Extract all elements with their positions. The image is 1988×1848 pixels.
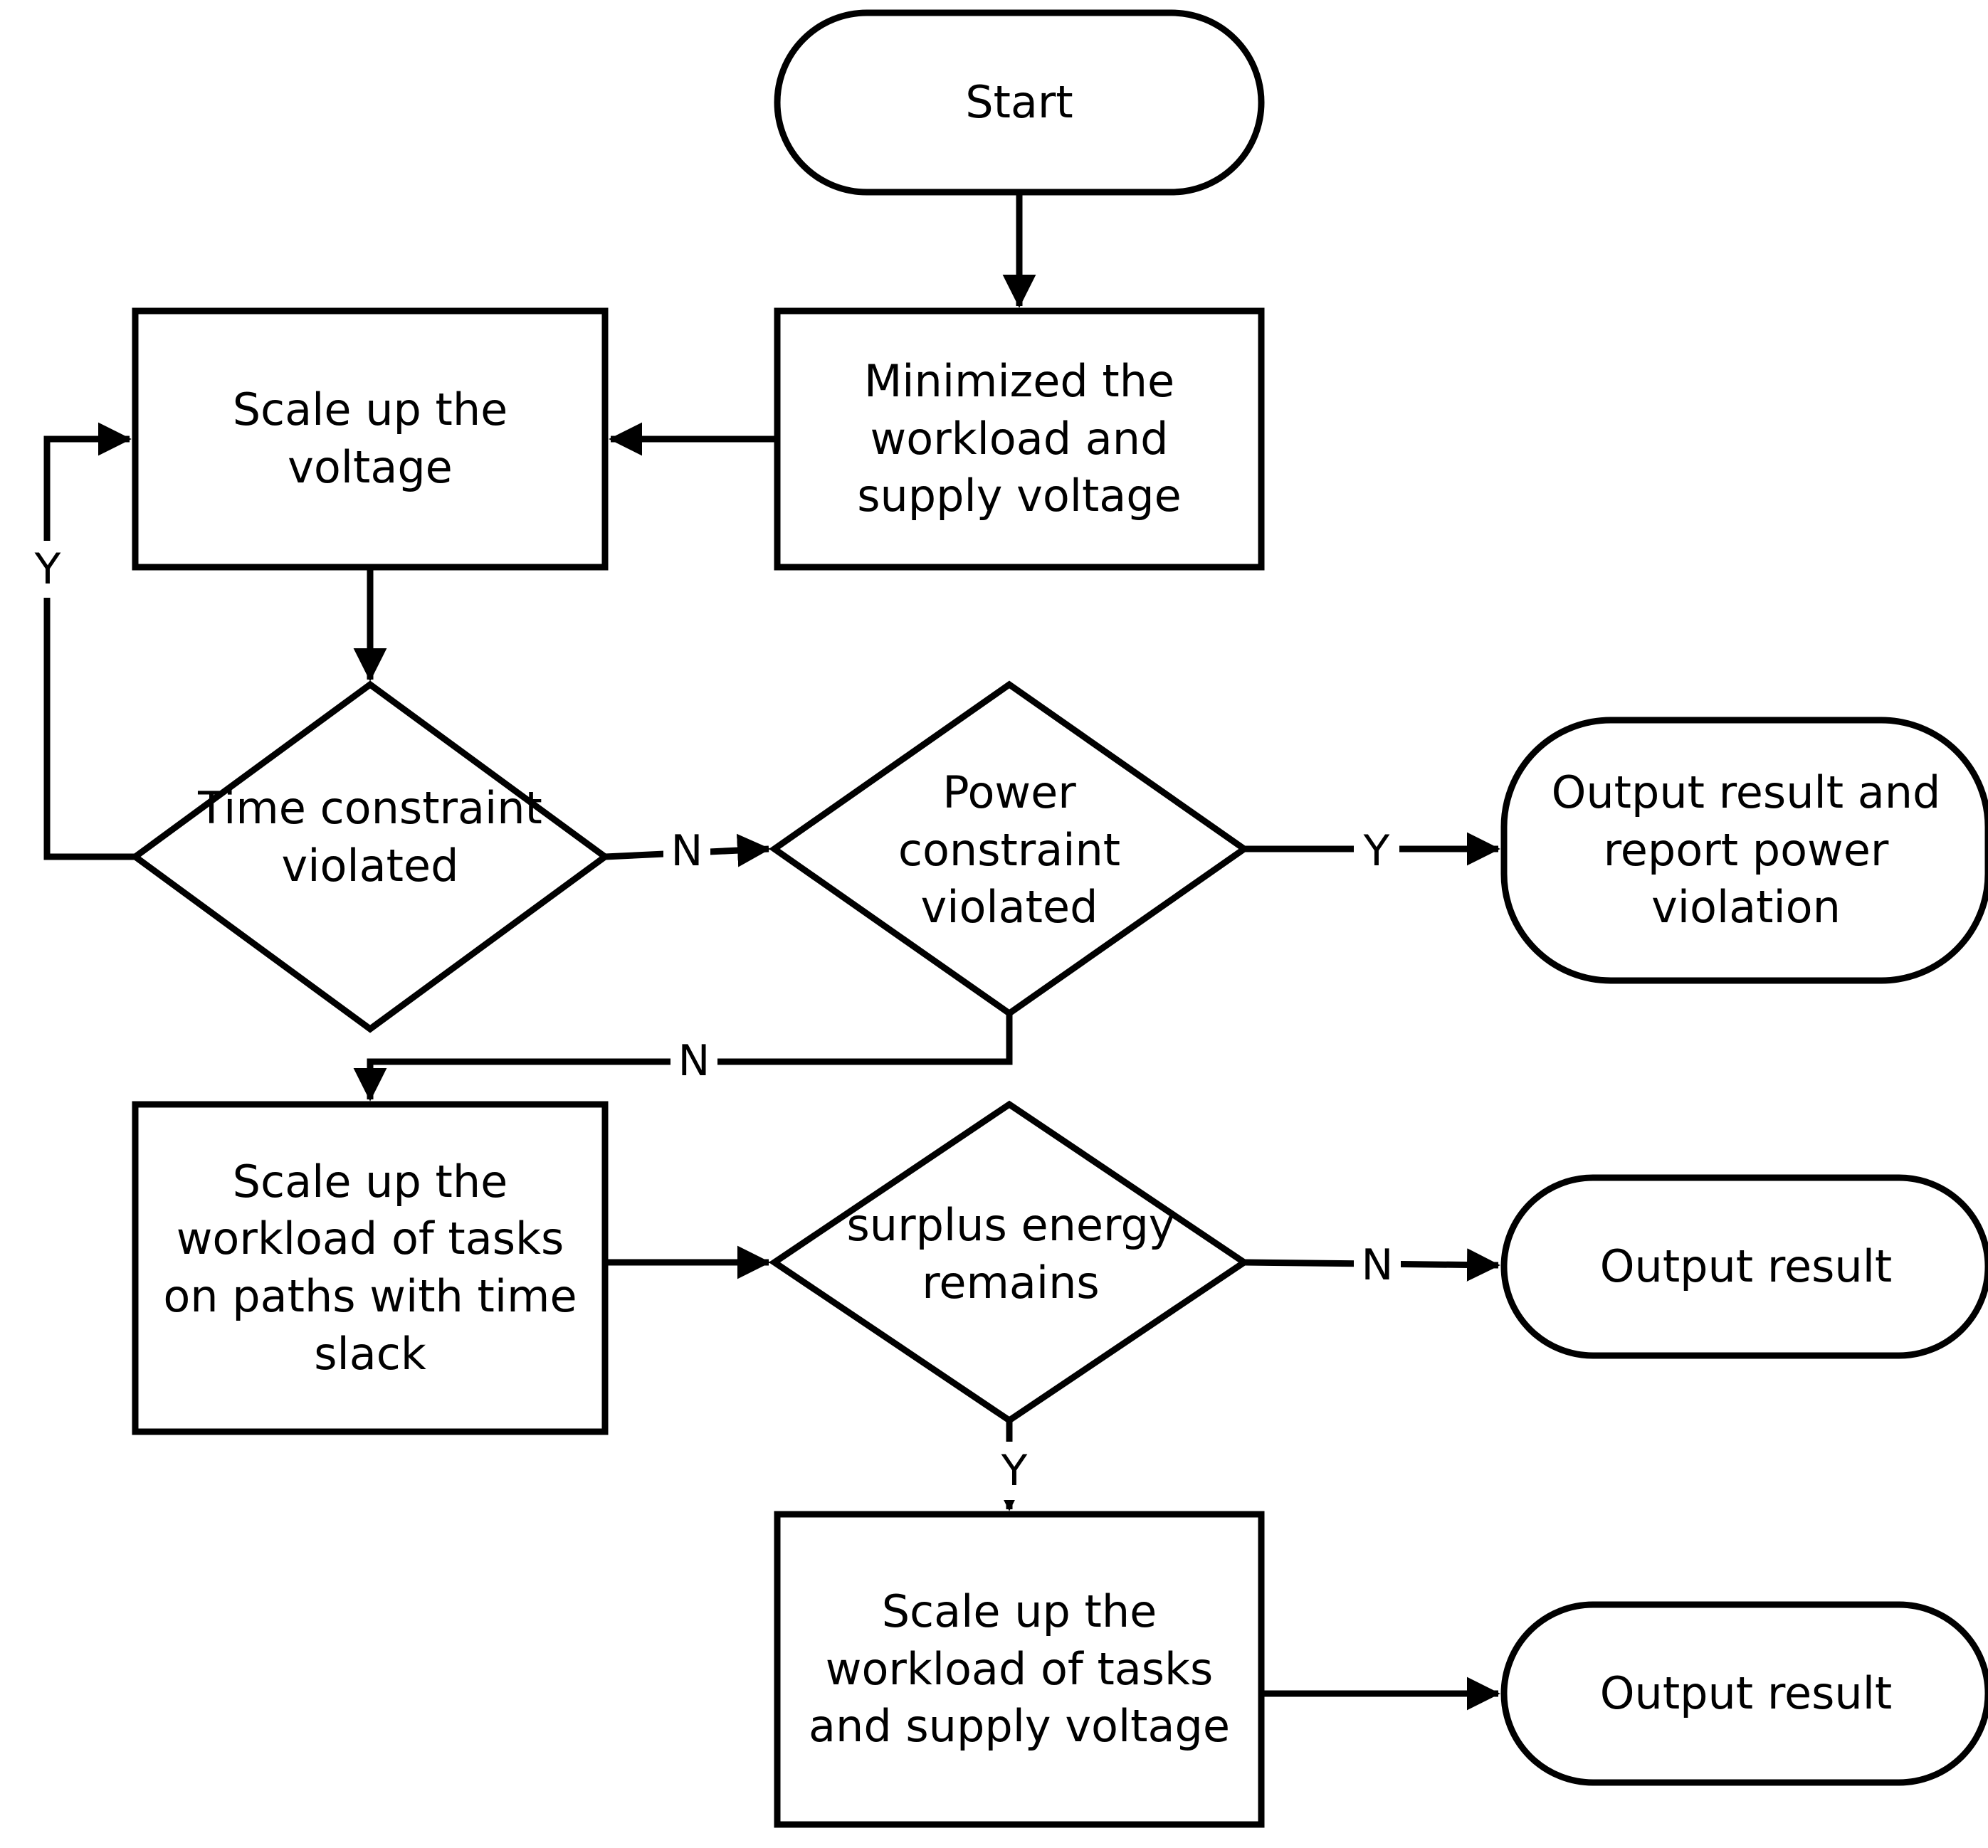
node-shape-surplus-energy[interactable]	[768, 1100, 1251, 1425]
edge-power-no-to-scale-slack	[353, 1013, 1013, 1102]
edge-time-yes-loop	[43, 422, 135, 860]
node-shape-output-result-1[interactable]	[1500, 1174, 1988, 1359]
node-shape-scale-voltage[interactable]	[132, 307, 609, 571]
node-shape-scale-workload-slack[interactable]	[132, 1101, 609, 1435]
node-shape-power-constraint[interactable]	[769, 680, 1250, 1018]
edge-time-no-to-power	[604, 833, 771, 867]
node-shape-minimize[interactable]	[774, 307, 1265, 571]
node-shape-time-constraint[interactable]	[130, 680, 611, 1033]
node-shape-scale-workload-voltage[interactable]	[774, 1511, 1265, 1828]
node-shape-output-power-violation[interactable]	[1500, 717, 1988, 984]
node-shape-start[interactable]	[774, 9, 1265, 196]
node-shape-output-result-2[interactable]	[1500, 1601, 1988, 1786]
edge-surplus-no-to-output	[1243, 1248, 1500, 1282]
